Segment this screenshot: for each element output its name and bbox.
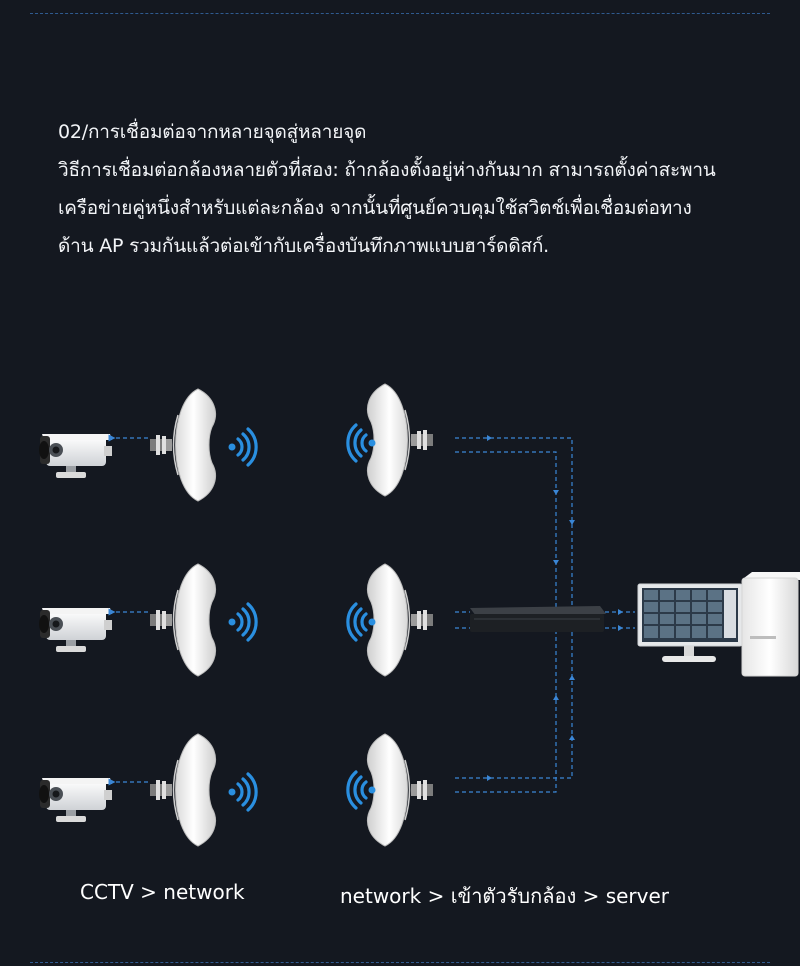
wifi-signal-icon (226, 772, 258, 812)
caption-cctv-network: CCTV > network (80, 880, 245, 904)
cctv-camera-icon (39, 778, 112, 822)
bridge-antenna-icon (149, 388, 217, 502)
bottom-divider (30, 962, 770, 963)
bridge-antenna-icon (366, 733, 434, 847)
heading: 02/การเชื่อมต่อจากหลายจุดสู่หลายจุด (58, 121, 367, 143)
wifi-signal-icon (226, 427, 258, 467)
top-divider (30, 13, 770, 14)
caption-network-server: network > เข้าตัวรับกล้อง > server (340, 884, 670, 908)
wifi-signal-icon (346, 770, 378, 810)
bridge-antenna-icon (366, 563, 434, 677)
wifi-signal-icon (226, 602, 258, 642)
description-line-3: ด้าน AP รวมกันแล้วต่อเข้ากับเครื่องบันทึ… (58, 235, 549, 257)
bridge-antenna-icon (149, 733, 217, 847)
bridge-antenna-icon (149, 563, 217, 677)
description-line-1: วิธีการเชื่อมต่อกล้องหลายตัวที่สอง: ถ้าก… (58, 159, 716, 181)
wifi-signal-icon (346, 602, 378, 642)
pc-tower-icon (741, 572, 800, 677)
text-block: 02/การเชื่อมต่อจากหลายจุดสู่หลายจุด วิธี… (58, 113, 778, 265)
cctv-camera-icon (39, 608, 112, 652)
bridge-antenna-icon (366, 383, 434, 497)
network-switch-icon (470, 606, 606, 632)
cctv-camera-icon (39, 434, 112, 478)
computer-monitor-icon (637, 583, 743, 662)
description-line-2: เครือข่ายคู่หนึ่งสำหรับแต่ละกล้อง จากนั้… (58, 197, 692, 219)
